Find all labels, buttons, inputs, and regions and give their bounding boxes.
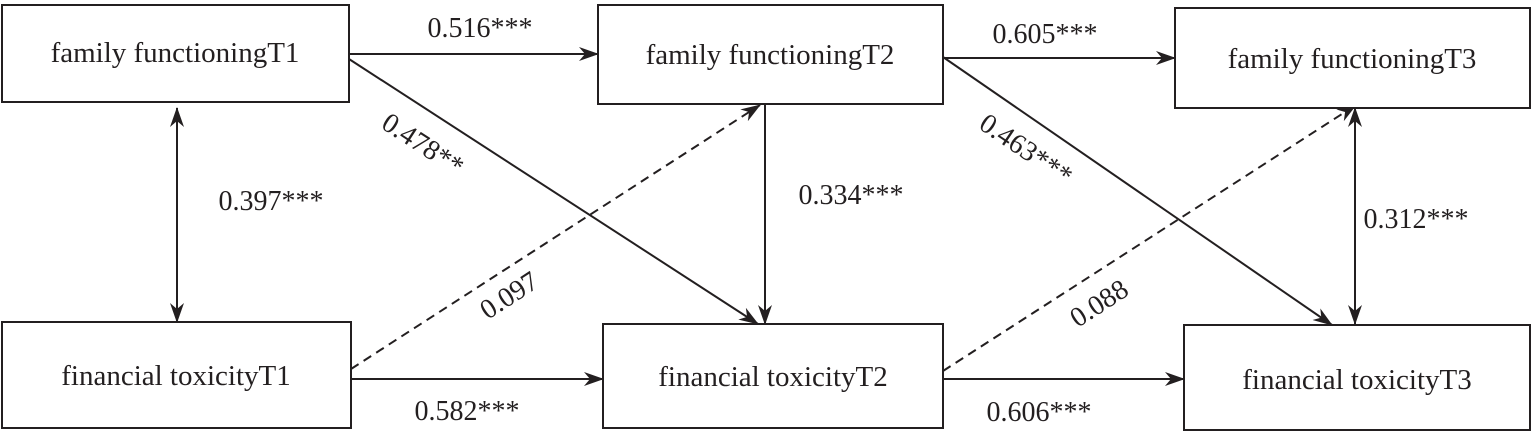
edge-ff2-ft3 [942, 56, 1333, 326]
coef-ff3-ft3: 0.312*** [1364, 204, 1469, 235]
node-financial-toxicity-t3: financial toxicityT3 [1183, 324, 1531, 431]
node-family-functioning-t3: family functioningT3 [1174, 7, 1531, 109]
edge-ft1-ff2 [350, 104, 761, 370]
node-label-ff2: family functioningT2 [646, 39, 895, 71]
coef-ft2-ff3: 0.088 [1065, 274, 1135, 334]
node-label-ft2: financial toxicityT2 [658, 361, 888, 393]
node-family-functioning-t1: family functioningT1 [1, 4, 350, 103]
node-label-ff3: family functioningT3 [1228, 43, 1477, 75]
edges [170, 47, 1362, 386]
node-label-ft1: financial toxicityT1 [61, 360, 291, 392]
coef-ft2-ft3: 0.606*** [987, 397, 1092, 428]
coef-ff1-ft2: 0.478** [376, 107, 469, 183]
node-family-functioning-t2: family functioningT2 [597, 4, 944, 105]
coef-ff2-ft2: 0.334*** [799, 180, 904, 211]
coef-ft1-ft2: 0.582*** [415, 396, 520, 427]
node-financial-toxicity-t2: financial toxicityT2 [602, 323, 944, 429]
node-financial-toxicity-t1: financial toxicityT1 [1, 321, 352, 429]
edge-ft2-ff3 [942, 104, 1357, 372]
coef-ff2-ff3: 0.605*** [993, 19, 1098, 50]
coef-ff1-ff2: 0.516*** [428, 13, 533, 44]
edge-ff1-ft2 [348, 58, 759, 325]
nodes: family functioningT1 family functioningT… [1, 4, 1531, 431]
coef-ft1-ff2: 0.097 [475, 266, 545, 326]
coef-ff2-ft3: 0.463*** [974, 108, 1078, 192]
node-label-ft3: financial toxicityT3 [1242, 364, 1472, 396]
coef-ff1-ft1: 0.397*** [219, 186, 324, 217]
node-label-ff1: family functioningT1 [51, 37, 300, 69]
